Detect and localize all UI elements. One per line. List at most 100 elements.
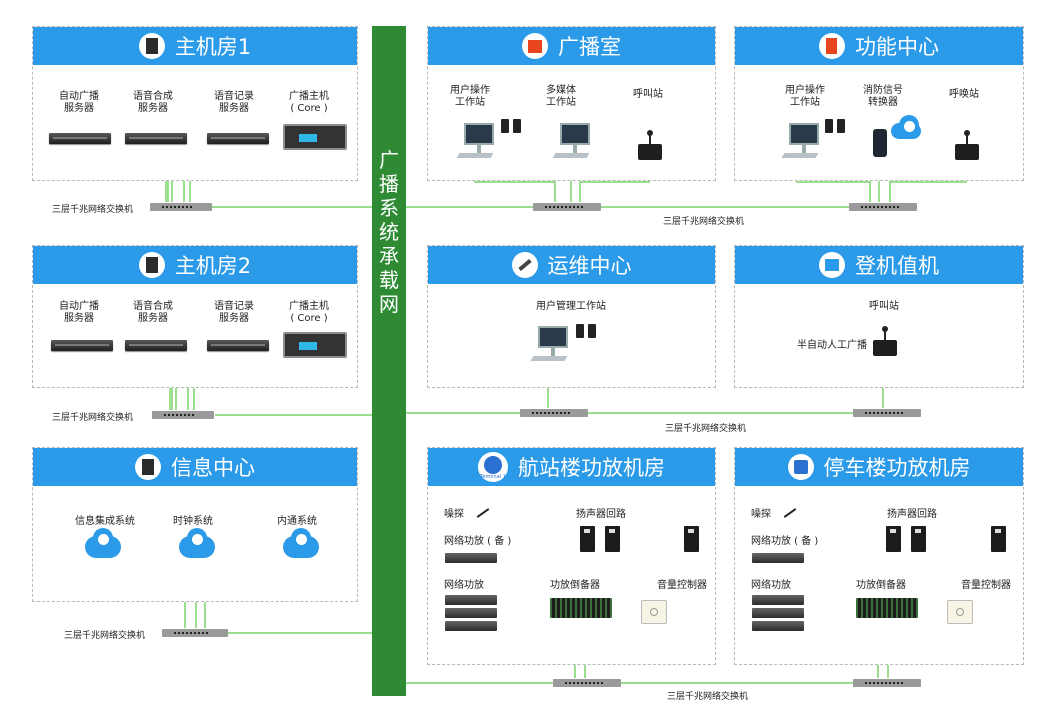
house-icon bbox=[522, 33, 548, 59]
item-label: 噪探 bbox=[751, 509, 771, 520]
volume-controller-device bbox=[641, 600, 667, 624]
panel-header: 运维中心 bbox=[428, 246, 715, 284]
speaker-device bbox=[501, 119, 509, 133]
speaker-device bbox=[837, 119, 845, 133]
workstation-device bbox=[552, 123, 594, 163]
speaker-device bbox=[580, 526, 595, 552]
item-label: 信息集成系统 bbox=[75, 516, 135, 527]
speaker-device bbox=[911, 526, 926, 552]
fire-signal-converter-device bbox=[873, 129, 887, 157]
panel-header: 信息中心 bbox=[33, 448, 357, 486]
item-label: 用户管理工作站 bbox=[536, 301, 606, 312]
item-label: 扬声器回路 bbox=[576, 509, 626, 520]
panel-title: 运维中心 bbox=[547, 254, 632, 278]
speaker-device bbox=[576, 324, 584, 338]
core-host-device bbox=[283, 124, 347, 150]
switch-label: 三层千兆网络交换机 bbox=[665, 424, 747, 434]
item-label: 网络功放 bbox=[751, 580, 791, 591]
panel-header: 主机房1 bbox=[33, 27, 357, 65]
amplifier-device bbox=[752, 608, 804, 618]
item-label: 扬声器回路 bbox=[887, 509, 937, 520]
amplifier-device bbox=[445, 553, 497, 563]
tools-icon bbox=[511, 252, 538, 278]
cloud-icon bbox=[891, 115, 921, 139]
item-label: 网络功放 ( 备 ) bbox=[751, 536, 819, 547]
call-station-device bbox=[873, 326, 897, 356]
panel-title: 登机值机 bbox=[855, 254, 939, 278]
panel-parking-amp-room: 停车楼功放机房 噪探 网络功放 ( 备 ) 网络功放 扬声器回路 功放倒备器 音… bbox=[734, 447, 1024, 665]
cloud-globe-icon bbox=[283, 528, 319, 558]
server-device bbox=[51, 340, 113, 351]
amplifier-device bbox=[752, 621, 804, 631]
item-label: 音量控制器 bbox=[657, 580, 707, 591]
speaker-device bbox=[684, 526, 699, 552]
item-label: 广播主机 ( Core ) bbox=[289, 91, 329, 114]
panel-header: 停车楼功放机房 bbox=[735, 448, 1023, 486]
speaker-device bbox=[605, 526, 620, 552]
call-station-device bbox=[638, 130, 662, 160]
panel-header: 功能中心 bbox=[735, 27, 1023, 65]
panel-title: 功能中心 bbox=[855, 35, 939, 59]
network-switch bbox=[853, 679, 921, 687]
panel-header: 主机房2 bbox=[33, 246, 357, 284]
panel-host-room-1: 主机房1 自动广播 服务器 语音合成 服务器 语音记录 服务器 广播主机 ( C… bbox=[32, 26, 358, 181]
noise-probe-device bbox=[783, 508, 797, 518]
item-label: 时钟系统 bbox=[173, 516, 213, 527]
item-label: 语音记录 服务器 bbox=[214, 301, 254, 324]
call-station-device bbox=[955, 130, 979, 160]
item-label: 呼叫站 bbox=[633, 89, 663, 100]
speaker-device bbox=[588, 324, 596, 338]
item-label: 呼叫站 bbox=[869, 301, 899, 312]
panel-ops-center: 运维中心 用户管理工作站 bbox=[427, 245, 716, 388]
switch-label: 三层千兆网络交换机 bbox=[52, 413, 134, 423]
item-label: 语音合成 服务器 bbox=[133, 91, 173, 114]
panel-title: 主机房1 bbox=[174, 35, 252, 59]
server-device bbox=[207, 340, 269, 351]
item-label: 功放倒备器 bbox=[550, 580, 600, 591]
item-label: 音量控制器 bbox=[961, 580, 1011, 591]
boarding-desk-icon bbox=[819, 252, 845, 278]
amplifier-device bbox=[752, 553, 804, 563]
noise-probe-device bbox=[476, 508, 490, 518]
item-label: 用户操作 工作站 bbox=[450, 85, 490, 108]
workstation-device bbox=[530, 326, 572, 366]
amplifier-device bbox=[445, 621, 497, 631]
item-label: 广播主机 ( Core ) bbox=[289, 301, 329, 324]
switch-label: 三层千兆网络交换机 bbox=[52, 205, 134, 215]
item-label: 自动广播 服务器 bbox=[59, 301, 99, 324]
item-label: 网络功放 bbox=[444, 580, 484, 591]
server-rack-icon bbox=[135, 454, 161, 480]
network-switch bbox=[853, 409, 921, 417]
server-device bbox=[207, 133, 269, 144]
backbone-label: 广 播 系 统 承 载 网 bbox=[379, 148, 399, 316]
cloud-clock-icon bbox=[179, 528, 215, 558]
switch-label: 三层千兆网络交换机 bbox=[667, 692, 749, 702]
workstation-device bbox=[781, 123, 823, 163]
volume-controller-device bbox=[947, 600, 973, 624]
panel-title: 航站楼功放机房 bbox=[518, 456, 665, 480]
panel-title: 广播室 bbox=[558, 35, 621, 59]
terminal-icon-text: Terminal 1 bbox=[480, 474, 506, 480]
network-switch bbox=[533, 203, 601, 211]
backbone-bar: 广 播 系 统 承 载 网 bbox=[372, 26, 406, 696]
panel-function-center: 功能中心 用户操作 工作站 消防信号 转换器 呼唤站 bbox=[734, 26, 1024, 181]
item-label: 自动广播 服务器 bbox=[59, 91, 99, 114]
panel-info-center: 信息中心 信息集成系统 时钟系统 内通系统 bbox=[32, 447, 358, 602]
panel-header: Terminal 1 航站楼功放机房 bbox=[428, 448, 715, 486]
panel-title: 停车楼功放机房 bbox=[823, 456, 971, 480]
panel-boarding: 登机值机 呼叫站 半自动人工广播 bbox=[734, 245, 1024, 388]
network-switch bbox=[152, 411, 214, 419]
network-switch bbox=[150, 203, 212, 211]
switch-label: 三层千兆网络交换机 bbox=[663, 217, 745, 227]
network-switch bbox=[520, 409, 588, 417]
item-label: 呼唤站 bbox=[949, 89, 979, 100]
network-switch bbox=[162, 629, 228, 637]
panel-terminal-amp-room: Terminal 1 航站楼功放机房 噪探 网络功放 ( 备 ) 网络功放 扬声… bbox=[427, 447, 716, 665]
panel-title: 信息中心 bbox=[171, 456, 255, 480]
item-label: 噪探 bbox=[444, 509, 464, 520]
network-switch bbox=[553, 679, 621, 687]
item-label: 用户操作 工作站 bbox=[785, 85, 825, 108]
panel-header: 广播室 bbox=[428, 27, 715, 65]
amplifier-device bbox=[445, 608, 497, 618]
item-label: 多媒体 工作站 bbox=[546, 85, 576, 108]
